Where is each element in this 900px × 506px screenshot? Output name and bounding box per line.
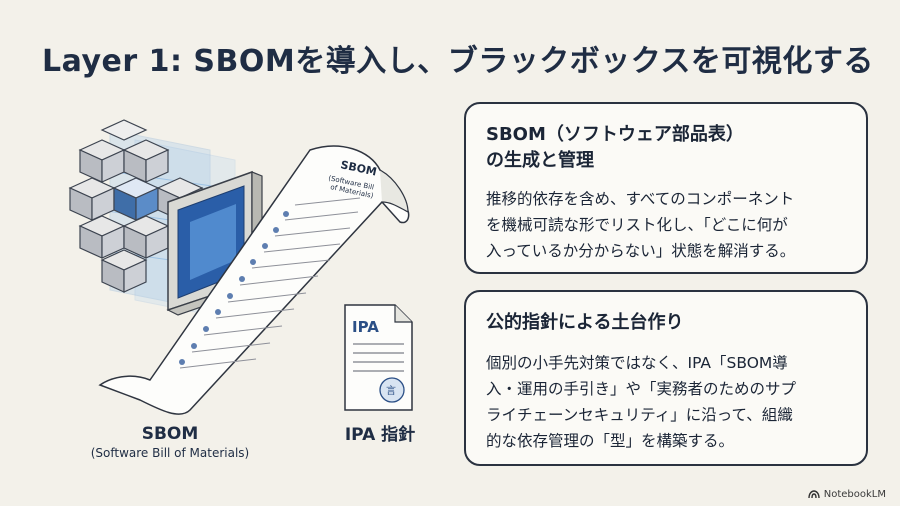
sbom-card-body-line2: を機械可読な形でリスト化し、「どこに何が [486,216,788,234]
sbom-illustration: SBOM (Software Bill of Materials) IPA 言 [68,119,413,415]
seal-icon [379,377,405,403]
guideline-card-body-line2: 入・運用の手引き」や「実務者のためのサプ [486,380,797,398]
sbom-card-body-line3: 入っているか分からない」状態を解消する。 [486,242,796,260]
sbom-card-body-line1: 推移的依存を含め、すべてのコンポーネント [486,190,795,208]
sbom-scroll: SBOM (Software Bill of Materials) [98,145,410,415]
ipa-doc-label: IPA [352,318,379,336]
caption-ipa: IPA 指針 [344,425,416,445]
guideline-card-title: 公的指針による土台作り [486,312,684,333]
ipa-document-icon: IPA 言 [344,304,413,411]
guideline-card-body-line1: 個別の小手先対策ではなく、IPA「SBOM導 [486,354,788,372]
notebooklm-logo: NotebookLM [808,489,886,500]
caption-sbom-sub: (Software Bill of Materials) [90,446,250,460]
notebooklm-logo-icon [808,490,820,499]
caption-sbom: SBOM [141,424,199,444]
sbom-card: SBOM（ソフトウェア部品表） の生成と管理 推移的依存を含め、すべてのコンポー… [464,102,868,274]
page-title: Layer 1: SBOMを導入し、ブラックボックスを可視化する [42,44,874,79]
seal-glyph: 言 [386,384,396,397]
guideline-card: 公的指針による土台作り 個別の小手先対策ではなく、IPA「SBOM導 入・運用の… [464,290,868,466]
sbom-card-title-line1: SBOM（ソフトウェア部品表） [486,124,744,145]
guideline-card-body-line3: ライチェーンセキュリティ」に沿って、組織 [486,406,793,424]
sbom-card-title: SBOM（ソフトウェア部品表） の生成と管理 [486,122,846,174]
sbom-card-title-line2: の生成と管理 [486,150,594,171]
component-cubes-icon [68,119,204,293]
logo-text: NotebookLM [823,489,886,500]
sbom-card-body: 推移的依存を含め、すべてのコンポーネント を機械可読な形でリスト化し、「どこに何… [486,186,846,264]
guideline-card-body: 個別の小手先対策ではなく、IPA「SBOM導 入・運用の手引き」や「実務者のため… [486,350,846,454]
guideline-card-body-line4: 的な依存管理の「型」を構築する。 [486,432,735,450]
